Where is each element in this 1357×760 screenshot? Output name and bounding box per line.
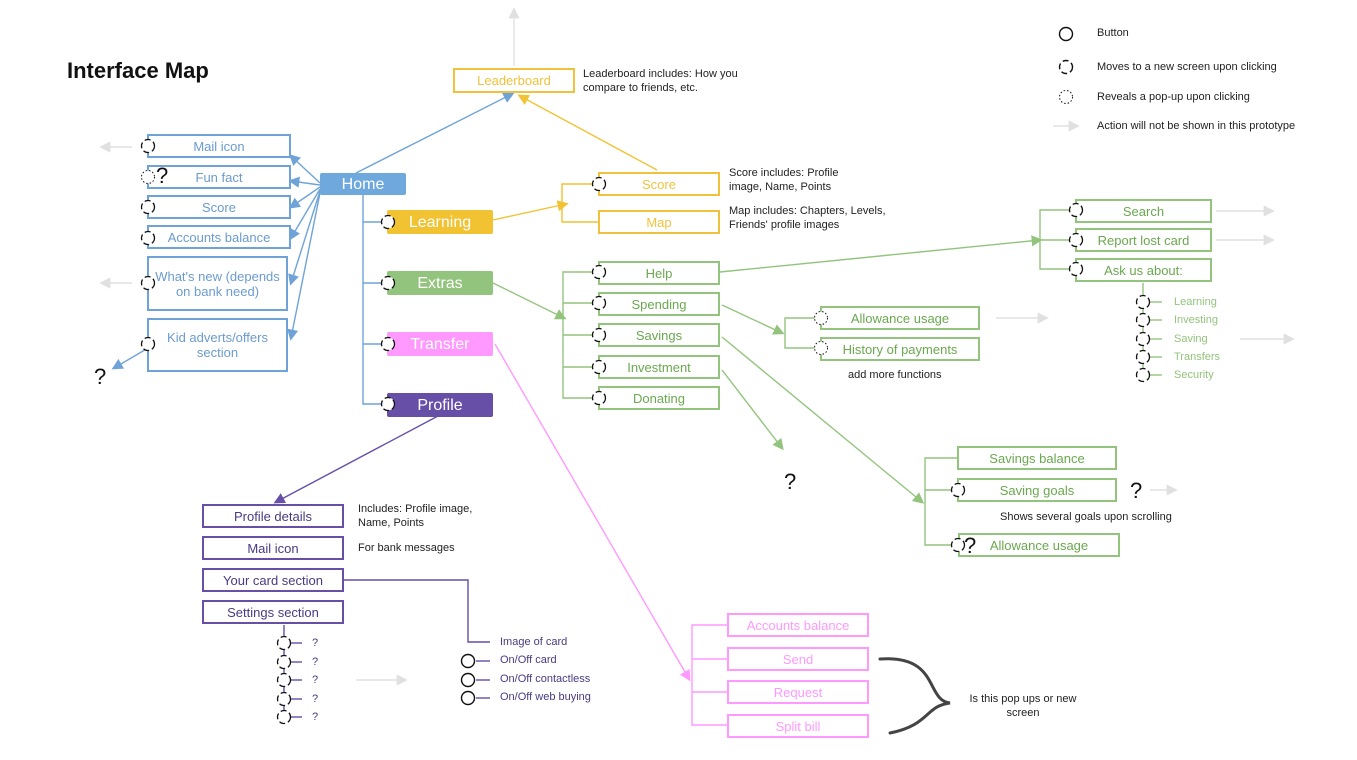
settings-item-4[interactable]: ? (312, 693, 319, 705)
transfer-split-bill-item[interactable]: Split bill (727, 714, 869, 738)
ask-topic-transfers[interactable]: Transfers (1174, 351, 1221, 363)
extras-spending-item[interactable]: Spending (598, 292, 720, 316)
card-toggle-circles-icon (460, 653, 476, 706)
extras-node[interactable]: Extras (387, 271, 493, 295)
card-contactless-item[interactable]: On/Off contactless (500, 673, 591, 685)
learning-score-item[interactable]: Score (598, 172, 720, 196)
home-mail-icon-item[interactable]: Mail icon (147, 134, 291, 158)
savings-allowance-usage-item[interactable]: Allowance usage (958, 533, 1120, 557)
home-kid-adverts-item[interactable]: Kid adverts/offers section (147, 318, 288, 372)
learning-node[interactable]: Learning (387, 210, 493, 234)
help-search-item[interactable]: Search (1075, 199, 1212, 223)
settings-item-1[interactable]: ? (312, 637, 319, 649)
home-whats-new-item[interactable]: What's new (depends on bank need) (147, 256, 288, 311)
profile-details-note: Includes: Profile image, Name, Points (358, 503, 473, 529)
spending-history-of-payments-item[interactable]: History of payments (820, 337, 980, 361)
button-circle-icon (1058, 26, 1074, 42)
help-ask-us-about-item[interactable]: Ask us about: (1075, 258, 1212, 282)
transfer-request-item[interactable]: Request (727, 680, 869, 704)
savings-balance-item[interactable]: Savings balance (957, 446, 1117, 470)
adverts-question-mark: ? (94, 364, 107, 389)
transfer-node[interactable]: Transfer (387, 332, 493, 356)
ask-topic-saving[interactable]: Saving (1174, 333, 1208, 345)
legend-not-shown: Action will not be shown in this prototy… (1097, 120, 1296, 132)
settings-item-3[interactable]: ? (312, 674, 319, 686)
card-on-off-item[interactable]: On/Off card (500, 654, 557, 666)
saving-goals-note: Shows several goals upon scrolling (1000, 511, 1172, 523)
investment-question-mark: ? (784, 469, 797, 494)
transfer-send-item[interactable]: Send (727, 647, 869, 671)
home-accounts-balance-item[interactable]: Accounts balance (147, 225, 291, 249)
legend-button: Button (1097, 27, 1129, 39)
transfer-accounts-balance-item[interactable]: Accounts balance (727, 613, 869, 637)
profile-settings-section-item[interactable]: Settings section (202, 600, 344, 624)
card-image-item[interactable]: Image of card (500, 636, 568, 648)
extras-savings-item[interactable]: Savings (598, 323, 720, 347)
home-score-item[interactable]: Score (147, 195, 291, 219)
settings-item-2[interactable]: ? (312, 656, 319, 668)
legend-new-screen: Moves to a new screen upon clicking (1097, 61, 1277, 73)
fun-fact-question-mark: ? (156, 163, 169, 188)
leaderboard-node[interactable]: Leaderboard (453, 68, 575, 93)
mail-note: For bank messages (358, 542, 455, 554)
profile-details-item[interactable]: Profile details (202, 504, 344, 528)
ask-topic-learning[interactable]: Learning (1174, 296, 1217, 308)
savings-goals-item[interactable]: Saving goals (957, 478, 1117, 502)
extras-investment-item[interactable]: Investment (598, 355, 720, 379)
score-note: Score includes: Profile image, Name, Poi… (729, 167, 839, 193)
page-title: Interface Map (67, 58, 209, 83)
card-web-buying-item[interactable]: On/Off web buying (500, 691, 591, 703)
saving-goals-question-mark: ? (1130, 478, 1143, 503)
profile-mail-icon-item[interactable]: Mail icon (202, 536, 344, 560)
ask-topic-security[interactable]: Security (1174, 369, 1214, 381)
extras-help-item[interactable]: Help (598, 261, 720, 285)
learning-map-item[interactable]: Map (598, 210, 720, 234)
profile-card-section-item[interactable]: Your card section (202, 568, 344, 592)
ask-topic-investing[interactable]: Investing (1174, 314, 1219, 326)
home-node[interactable]: Home (320, 173, 406, 195)
popup-dotted-circle-icon (1059, 90, 1073, 104)
spending-allowance-usage-item[interactable]: Allowance usage (820, 306, 980, 330)
help-report-lost-card-item[interactable]: Report lost card (1075, 228, 1212, 252)
allowance-question-mark: ? (964, 533, 977, 558)
leaderboard-note: Leaderboard includes: How you compare to… (583, 68, 738, 94)
settings-item-5[interactable]: ? (312, 711, 319, 723)
spending-note: add more functions (848, 369, 942, 381)
home-fun-fact-item[interactable]: Fun fact (147, 165, 291, 189)
map-note: Map includes: Chapters, Levels, Friends'… (729, 205, 886, 231)
transfer-note: Is this pop ups or new screen (969, 693, 1077, 719)
extras-donating-item[interactable]: Donating (598, 386, 720, 410)
legend-popup: Reveals a pop-up upon clicking (1097, 91, 1250, 103)
new-screen-dashed-circle-icon (1058, 59, 1074, 75)
profile-node[interactable]: Profile (387, 393, 493, 417)
